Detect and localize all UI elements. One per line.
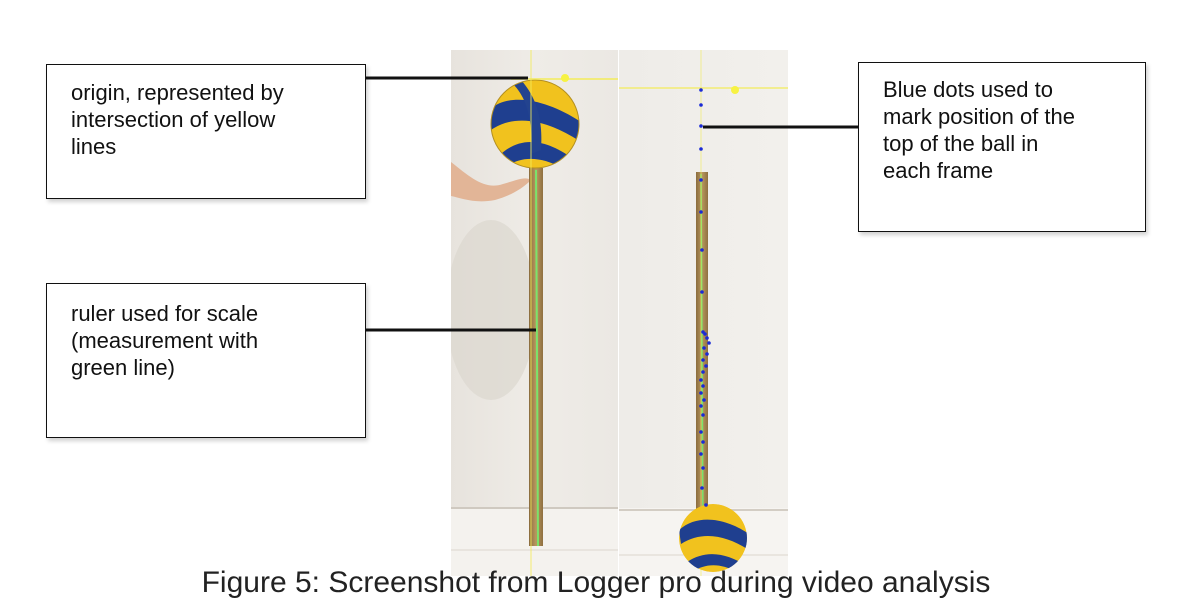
dots-label-line-2: mark position of the	[883, 104, 1075, 129]
position-dot-icon	[699, 88, 711, 507]
ruler-label-line-2: (measurement with	[71, 328, 259, 353]
scale-green-line	[535, 169, 539, 547]
dots-label-line-1: Blue dots used to	[883, 77, 1054, 102]
origin-label-box: origin, represented by intersection of y…	[46, 64, 366, 199]
leader-lines	[366, 76, 858, 332]
figure-caption: Figure 5: Screenshot from Logger pro dur…	[201, 566, 991, 599]
volleyball-icon	[679, 504, 747, 572]
origin-label-line-2: intersection of yellow	[71, 107, 276, 132]
ruler-label-line-3: green line)	[71, 355, 175, 380]
dots-label-line-3: top of the ball in	[883, 131, 1039, 156]
ruler-label-line-1: ruler used for scale	[71, 301, 259, 326]
origin-marker-dot	[561, 74, 569, 82]
hand-shape	[451, 162, 531, 202]
video-frame-end	[619, 50, 788, 576]
video-frame-start	[451, 50, 618, 576]
origin-label-line-3: lines	[71, 134, 117, 159]
video-frame-start-image	[451, 50, 618, 576]
dots-label-line-4: each frame	[883, 158, 994, 183]
volleyball-icon	[491, 80, 579, 168]
origin-marker-dot	[731, 86, 739, 94]
dots-label-box: Blue dots used to mark position of the t…	[858, 62, 1146, 232]
video-frame-end-image	[619, 50, 788, 576]
ruler-label-box: ruler used for scale (measurement with g…	[46, 283, 366, 438]
origin-label-line-1: origin, represented by	[71, 80, 284, 105]
